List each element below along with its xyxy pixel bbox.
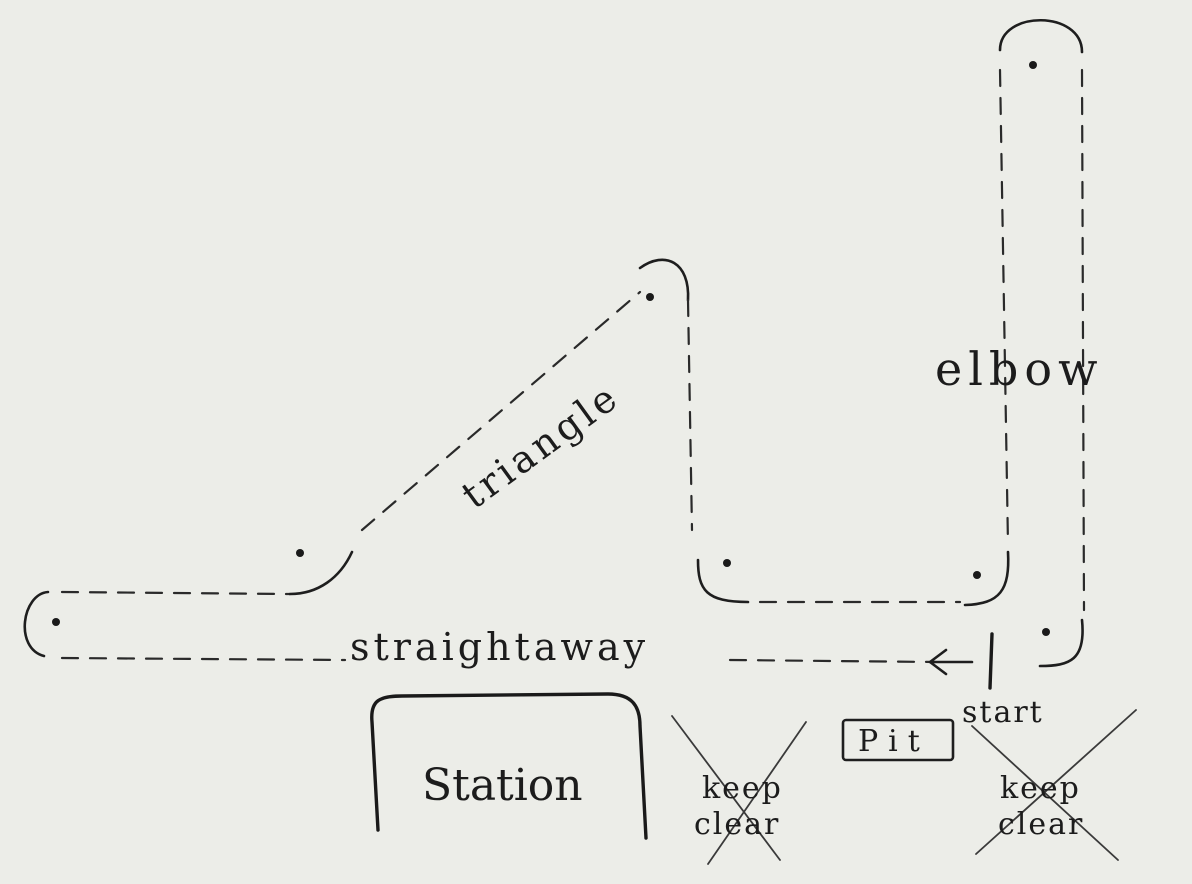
direction-arrow-icon (928, 648, 974, 676)
start-line (988, 632, 994, 690)
keep-clear-right-line2: clear (998, 807, 1084, 842)
elbow-left-edge (998, 68, 1010, 547)
triangle-label: triangle (453, 374, 627, 518)
keep-clear-zone-left: keep clear (671, 715, 807, 865)
triangle-lower-point (296, 549, 304, 557)
pit-outline (841, 718, 955, 762)
inner-right-point (973, 571, 981, 579)
elbow-bottom-right-curve (1038, 618, 1084, 668)
triangle-lower-curve (288, 550, 354, 596)
inner-left-point (723, 559, 731, 567)
pit-label: Pit (858, 724, 930, 759)
start-label: start (962, 695, 1044, 730)
keep-clear-right-line1: keep (1000, 771, 1081, 806)
elbow-top-point (1029, 61, 1037, 69)
straightaway-top-edge (60, 590, 292, 596)
keep-clear-right-cross-b (975, 709, 1137, 855)
elbow-top-cap (998, 19, 1084, 54)
straightaway-left-cap (23, 590, 50, 658)
elbow-bottom-point (1042, 628, 1050, 636)
straightaway-section (23, 590, 937, 664)
keep-clear-zone-right: keep clear (971, 709, 1137, 861)
triangle-right-edge (686, 298, 694, 532)
triangle-hypotenuse (360, 290, 642, 532)
triangle-top-cap (638, 258, 690, 302)
keep-clear-left-cross-b (707, 721, 807, 865)
inner-right-corner (963, 550, 1010, 607)
straightaway-label: straightaway (350, 625, 649, 669)
triangle-top-point (646, 293, 654, 301)
inner-left-corner (696, 558, 750, 604)
station-outline (370, 692, 648, 840)
triangle-section (288, 258, 694, 596)
inner-connector (696, 550, 1010, 607)
start-marker: start (928, 632, 1044, 730)
straightaway-bottom-edge (60, 656, 937, 664)
keep-clear-left-cross-a (671, 715, 781, 861)
station-building: Station (370, 692, 648, 840)
station-label: Station (422, 760, 583, 811)
elbow-section (998, 19, 1086, 668)
straightaway-point (52, 618, 60, 626)
keep-clear-left-line1: keep (702, 771, 783, 806)
elbow-right-edge (1080, 68, 1086, 612)
elbow-label: elbow (935, 342, 1103, 396)
pit-box: Pit (841, 718, 955, 762)
keep-clear-left-line2: clear (694, 807, 780, 842)
